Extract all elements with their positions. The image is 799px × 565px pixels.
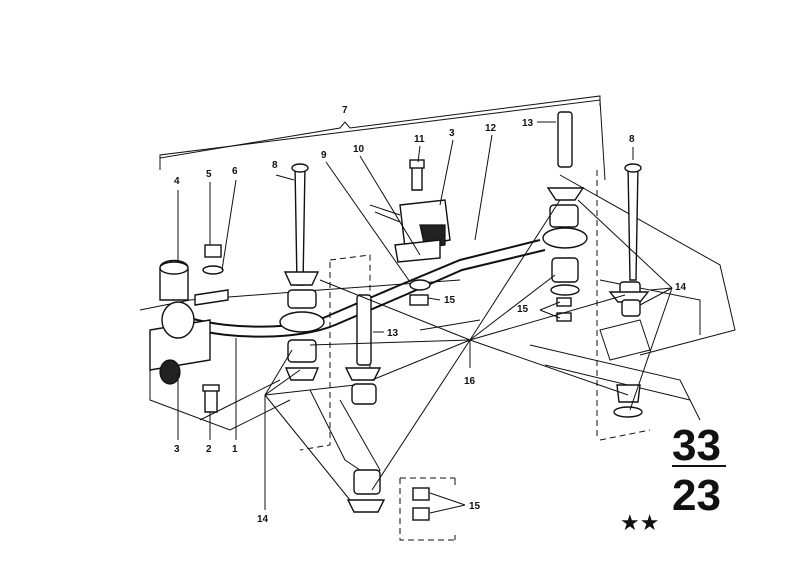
- body-structure-outline: [139, 99, 736, 541]
- small-hardware: [202, 244, 650, 521]
- label-16: 16: [464, 376, 476, 387]
- label-10: 10: [353, 144, 365, 155]
- label-7: 7: [342, 105, 348, 116]
- label-12: 12: [485, 123, 497, 134]
- group-code-top: 33: [672, 421, 721, 470]
- rating-stars: ★★: [620, 511, 659, 536]
- label-15-bottom: 15: [469, 501, 481, 512]
- leader-lines: [177, 121, 673, 514]
- label-2: 2: [206, 444, 212, 455]
- label-9: 9: [321, 150, 327, 161]
- right-bushing-stack: [542, 187, 588, 322]
- label-11: 11: [414, 134, 425, 145]
- label-8-left: 8: [272, 160, 278, 171]
- label-13-mid: 13: [387, 328, 399, 339]
- part-number-labels: 7 4 5 6 8 9 10 11 3 12 13 8 14 15 15 13 …: [174, 105, 687, 525]
- label-14-left: 14: [257, 514, 269, 525]
- label-3-top: 3: [449, 128, 455, 139]
- label-1: 1: [232, 444, 238, 455]
- label-15-right: 15: [517, 304, 529, 315]
- label-15-mid: 15: [444, 295, 456, 306]
- group-code: 33 23 ★★: [620, 421, 726, 536]
- left-bushing-stack: [279, 271, 382, 405]
- right-clamp: [369, 159, 451, 263]
- label-4: 4: [174, 176, 180, 187]
- label-6: 6: [232, 166, 238, 177]
- label-5: 5: [206, 169, 212, 180]
- label-8-right: 8: [629, 134, 635, 145]
- left-mount-bracket: [149, 259, 229, 385]
- group-code-bottom: 23: [672, 471, 721, 520]
- label-3-bottom: 3: [174, 444, 180, 455]
- part-7-bracket: [159, 95, 601, 170]
- label-13-top: 13: [522, 118, 534, 129]
- label-14-right: 14: [675, 282, 687, 293]
